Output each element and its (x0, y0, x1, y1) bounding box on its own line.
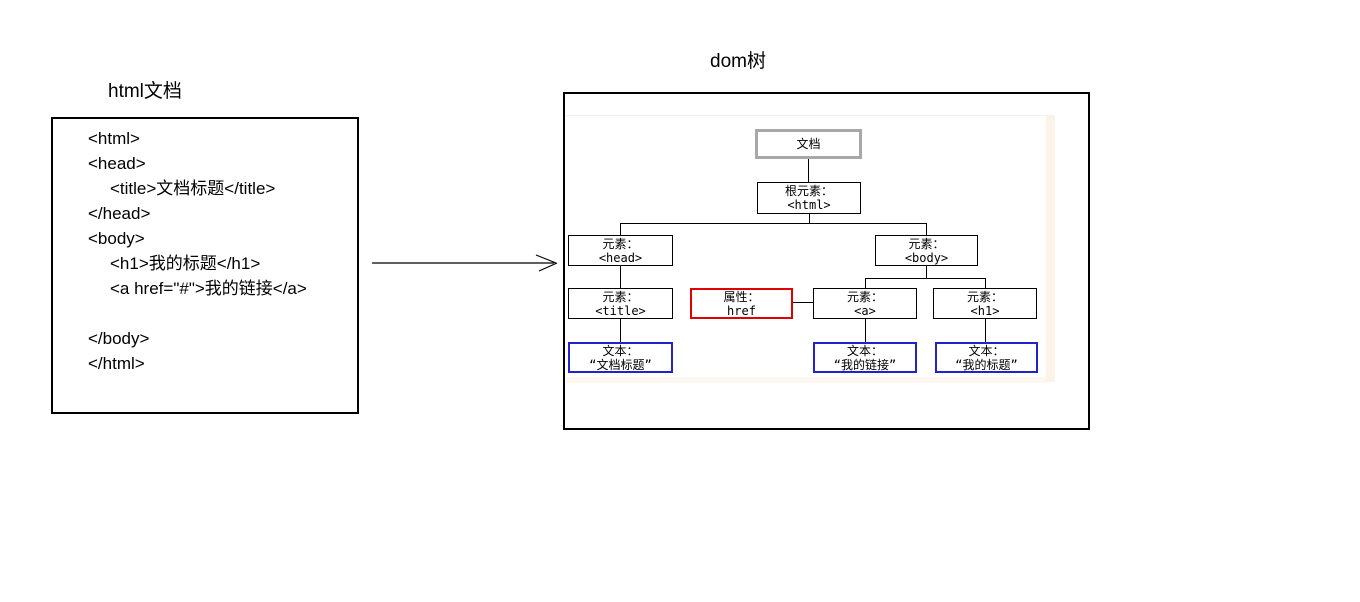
node-value: “我的链接” (833, 357, 897, 372)
node-label: 文本： (968, 343, 1005, 358)
connector-h1-text (985, 318, 986, 342)
connector-doc-root (808, 158, 809, 182)
connector-to-a (865, 279, 866, 288)
node-label: 元素： (908, 236, 945, 251)
node-value: “我的标题” (955, 357, 1018, 372)
node-tag: <title> (595, 303, 646, 318)
html-doc-title: html文档 (108, 81, 182, 102)
node-label: 文本： (602, 343, 639, 358)
code-line: </head> (88, 204, 151, 223)
node-document: 文档 (755, 129, 862, 159)
connector-root-stem (809, 213, 810, 223)
connector-body-stem (926, 265, 927, 278)
code-line: <body> (88, 229, 145, 248)
node-tag: <body> (904, 250, 949, 265)
node-label: 元素： (602, 289, 639, 304)
code-line: </html> (88, 354, 145, 373)
node-value: “文档标题” (589, 357, 652, 372)
connector-to-body (926, 224, 927, 235)
code-line: </body> (88, 329, 150, 348)
node-element-a: 元素： <a> (813, 288, 917, 319)
node-text-my-link: 文本： “我的链接” (813, 342, 917, 373)
node-label: 属性： (723, 289, 760, 304)
node-label: 元素： (846, 289, 883, 304)
node-element-title: 元素： <title> (568, 288, 673, 319)
code-line: <html> (88, 129, 140, 148)
connector-head-title (620, 265, 621, 288)
node-label: 文档 (796, 137, 821, 151)
node-tag: <head> (598, 250, 643, 265)
code-line: <h1>我的标题</h1> (110, 254, 261, 273)
code-line (88, 301, 357, 326)
connector-root-branch (620, 223, 927, 224)
connector-body-branch (865, 278, 986, 279)
code-line: <head> (88, 154, 146, 173)
connector-to-h1 (985, 279, 986, 288)
dom-tree-title: dom树 (710, 51, 766, 72)
node-attribute-href: 属性： href (690, 288, 793, 319)
node-label: 元素： (602, 236, 639, 251)
node-tag: <h1> (970, 303, 1000, 318)
tree-image-top-edge (566, 115, 1055, 116)
node-tag: href (727, 303, 756, 318)
node-label: 文本： (846, 343, 883, 358)
node-element-body: 元素： <body> (875, 235, 978, 266)
node-element-head: 元素： <head> (568, 235, 673, 266)
code-line: <title>文档标题</title> (110, 179, 276, 198)
node-tag: <html> (787, 198, 831, 212)
node-element-h1: 元素： <h1> (933, 288, 1037, 319)
node-text-doc-title: 文本： “文档标题” (568, 342, 673, 373)
connector-to-head (620, 224, 621, 235)
node-root-html: 根元素： <html> (757, 182, 861, 214)
connector-a-text (865, 318, 866, 342)
code-line: <a href="#">我的链接</a> (110, 279, 307, 298)
connector-attr-a (793, 302, 813, 303)
html-code-box: <html> <head> <title>文档标题</title> </head… (51, 117, 359, 414)
tree-image-bottom-edge (566, 377, 1046, 383)
tree-image-right-edge (1046, 116, 1055, 382)
transform-arrow-icon (372, 254, 558, 272)
node-text-my-heading: 文本： “我的标题” (935, 342, 1038, 373)
connector-title-text (620, 318, 621, 342)
node-label: 元素： (966, 289, 1003, 304)
node-tag: <a> (854, 303, 876, 318)
node-label: 根元素： (784, 184, 833, 198)
